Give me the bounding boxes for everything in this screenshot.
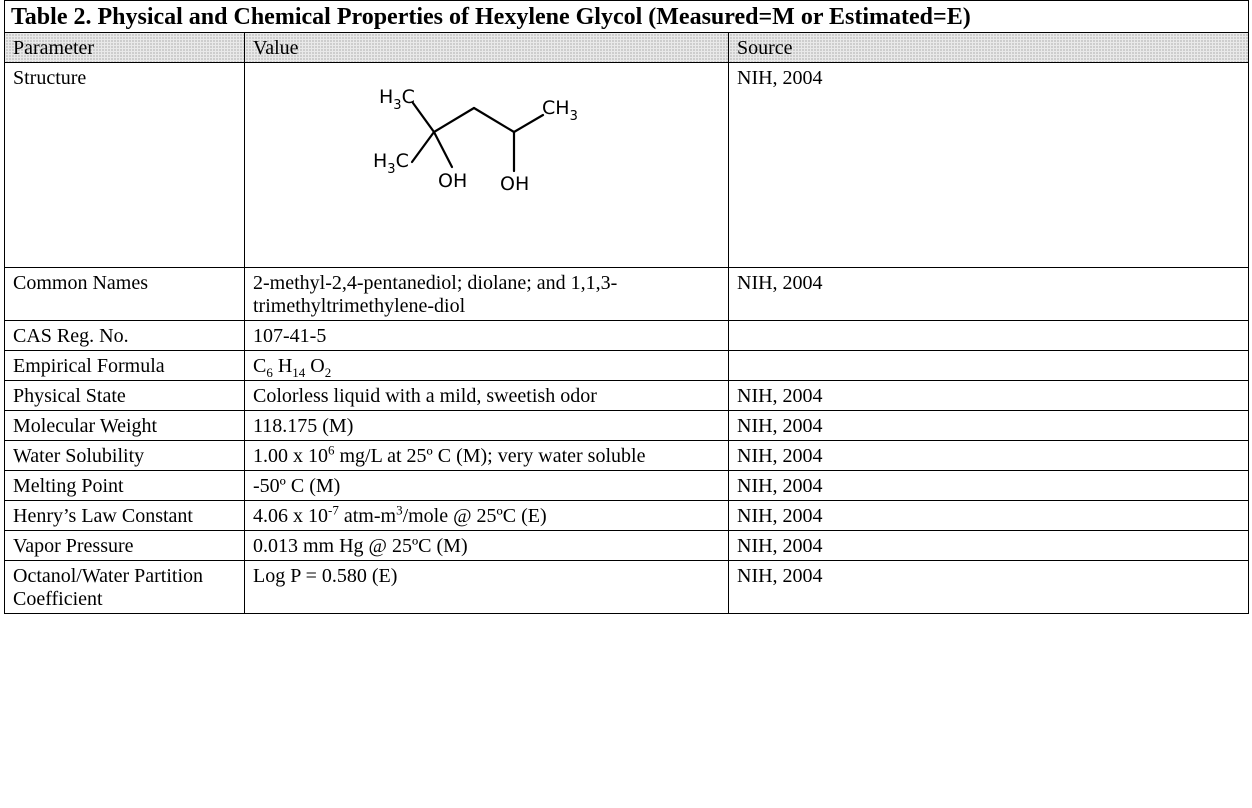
- parameter-cell: Structure: [4, 62, 245, 268]
- source-cell: NIH, 2004: [727, 530, 1250, 561]
- bond-methyl-top: [411, 101, 435, 134]
- parameter-cell: Molecular Weight: [4, 410, 245, 441]
- value-cell: 107-41-5: [244, 320, 729, 351]
- header-row: Parameter Value Source: [4, 32, 1250, 63]
- value-cell: -50º C (M): [244, 470, 729, 501]
- parameter-cell: Water Solubility: [4, 440, 245, 471]
- source-cell: NIH, 2004: [727, 267, 1250, 321]
- value-cell: 1.00 x 106 mg/L at 25º C (M); very water…: [244, 440, 729, 471]
- table-row: Octanol/Water Partition Coefficient Log …: [4, 560, 1250, 614]
- table-row: Melting Point -50º C (M) NIH, 2004: [4, 470, 1250, 501]
- table-row: Physical State Colorless liquid with a m…: [4, 380, 1250, 411]
- label-oh-1: OH: [438, 170, 467, 192]
- table-row: Empirical Formula C6 H14 O2: [4, 350, 1250, 381]
- label-ch3: CH3: [542, 97, 578, 124]
- table-row: Molecular Weight 118.175 (M) NIH, 2004: [4, 410, 1250, 441]
- table-row: CAS Reg. No. 107-41-5: [4, 320, 1250, 351]
- value-cell: Colorless liquid with a mild, sweetish o…: [244, 380, 729, 411]
- bond-methyl-bottom: [410, 130, 435, 164]
- bond-c2-oh: [432, 130, 453, 169]
- label-h3c-top: H3C: [379, 86, 415, 113]
- table-row: Common Names 2-methyl-2,4-pentanediol; d…: [4, 267, 1250, 321]
- label-oh-2: OH: [500, 173, 529, 195]
- value-cell: 0.013 mm Hg @ 25ºC (M): [244, 530, 729, 561]
- parameter-cell: CAS Reg. No.: [4, 320, 245, 351]
- source-cell: NIH, 2004: [727, 410, 1250, 441]
- structure-cell: H3C H3C CH3 OH OH: [244, 62, 729, 268]
- parameter-cell: Melting Point: [4, 470, 245, 501]
- value-cell: C6 H14 O2: [244, 350, 729, 381]
- table-row: Henry’s Law Constant 4.06 x 10-7 atm-m3/…: [4, 500, 1250, 531]
- value-cell: 118.175 (M): [244, 410, 729, 441]
- bond-c4-c5: [512, 113, 544, 134]
- source-cell: NIH, 2004: [727, 470, 1250, 501]
- caption-row: Table 2. Physical and Chemical Propertie…: [3, 0, 1250, 33]
- bond-c2-c3: [432, 106, 475, 134]
- parameter-cell: Physical State: [4, 380, 245, 411]
- source-cell: NIH, 2004: [727, 500, 1250, 531]
- source-cell: NIH, 2004: [727, 440, 1250, 471]
- source-cell: NIH, 2004: [727, 380, 1250, 411]
- value-cell: 4.06 x 10-7 atm-m3/mole @ 25ºC (E): [244, 500, 729, 531]
- table-row: Vapor Pressure 0.013 mm Hg @ 25ºC (M) NI…: [4, 530, 1250, 561]
- value-cell: 2-methyl-2,4-pentanediol; diolane; and 1…: [244, 267, 729, 321]
- source-cell: NIH, 2004: [727, 62, 1250, 268]
- parameter-cell: Henry’s Law Constant: [4, 500, 245, 531]
- table-row: Water Solubility 1.00 x 106 mg/L at 25º …: [4, 440, 1250, 471]
- table-caption: Table 2. Physical and Chemical Propertie…: [3, 0, 1250, 33]
- value-cell: Log P = 0.580 (E): [244, 560, 729, 614]
- parameter-cell: Vapor Pressure: [4, 530, 245, 561]
- header-source: Source: [727, 32, 1250, 63]
- source-cell: [727, 320, 1250, 351]
- label-h3c-bottom: H3C: [373, 150, 409, 177]
- parameter-cell: Common Names: [4, 267, 245, 321]
- source-cell: [727, 350, 1250, 381]
- source-cell: NIH, 2004: [727, 560, 1250, 614]
- document-page: Table 2. Physical and Chemical Propertie…: [3, 0, 1250, 614]
- table-row: Structure H3C H3C CH3 OH OH: [4, 62, 1250, 268]
- header-value: Value: [244, 32, 729, 63]
- properties-table: Table 2. Physical and Chemical Propertie…: [3, 0, 1250, 614]
- molecule-structure: H3C H3C CH3 OH OH: [373, 86, 578, 195]
- header-parameter: Parameter: [4, 32, 245, 63]
- parameter-cell: Octanol/Water Partition Coefficient: [4, 560, 245, 614]
- parameter-cell: Empirical Formula: [4, 350, 245, 381]
- bond-c3-c4: [472, 106, 515, 134]
